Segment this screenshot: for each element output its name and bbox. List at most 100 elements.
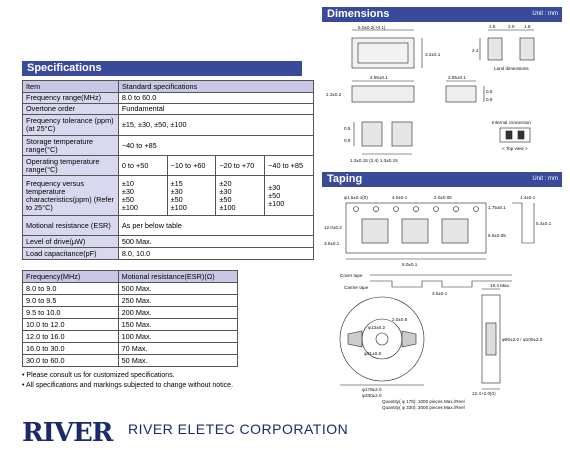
tape-label: 2.0±0.05 [434, 195, 452, 200]
sprocket-hole [453, 206, 459, 212]
spec-row: Item Standard specifications [22, 80, 315, 93]
quantity-label: Quantity( φ 178): 1000 pieces Max./Reel [382, 399, 465, 404]
reel-side-view [481, 294, 501, 384]
package-top-view [351, 37, 415, 69]
specifications-header: Specifications [22, 61, 302, 76]
spec-value: 8.0, 10.0 [117, 247, 315, 260]
pocket [401, 218, 429, 244]
note-line: • All specifications and markings subjec… [22, 382, 234, 389]
esr-value: 70 Max. [117, 342, 239, 355]
package-side-view [351, 85, 415, 103]
freq-temp-value: ±10 [121, 178, 134, 188]
sprocket-hole [473, 206, 479, 212]
esr-value: 100 Max. [117, 330, 239, 343]
freq-temp-value: ±100 [170, 202, 187, 212]
pocket [441, 218, 469, 244]
esr-value: 500 Max. [117, 282, 239, 295]
esr-freq: 12.0 to 16.0 [22, 330, 119, 343]
spec-row-freq-temp: Frequency versus temperature characteris… [22, 175, 314, 216]
spec-label: Operating temperature range(°C) [22, 155, 119, 176]
dimensions-unit: Unit : mm [532, 11, 558, 17]
tape-label: 8.0±0.1 [402, 262, 418, 267]
esr-freq: 16.0 to 30.0 [22, 342, 119, 355]
esr-table: Frequency(MHz) Motional resistance(ESR)(… [22, 270, 239, 367]
pad-left [361, 121, 383, 147]
freq-temp-value: ±30 [268, 182, 281, 192]
spec-value: Fundamental [117, 103, 315, 115]
freq-temp-value: ±50 [219, 194, 232, 204]
spec-row: Overtone order Fundamental [22, 103, 315, 115]
dim-label: 2.0 [508, 24, 515, 29]
dim-label: 5.0±0.2(+0.1) [358, 25, 386, 30]
cover-tape-label: Cover tape [340, 273, 363, 278]
tape-label: φ80±2.0 / φ100±2.0 [502, 337, 543, 342]
spec-label: Motional resistance (ESR) [22, 215, 119, 236]
op-temp-value: 0 to +50 [117, 155, 168, 176]
internal-connection-caption: Internal connection [492, 120, 531, 125]
spec-row: Storage temperature range(°C) −40 to +85 [22, 135, 315, 156]
spec-row: Level of drive(μW) 500 Max. [22, 235, 315, 248]
freq-temp-value: ±50 [170, 194, 183, 204]
tape-label: 3.6±0.1 [324, 241, 340, 246]
specifications-title: Specifications [27, 62, 102, 74]
dim-label: 3.2±0.1 [425, 52, 441, 57]
spec-row: Motional resistance (ESR) As per below t… [22, 215, 315, 236]
tape-label: φ1.5±0.1(0) [344, 195, 368, 200]
reel-center-hole [375, 332, 389, 346]
taping-drawing: φ1.5±0.1(0) 4.0±0.1 2.0±0.05 1.75±0.1 1.… [324, 195, 552, 410]
dim-label: 0.5 [344, 126, 351, 131]
sprocket-hole [353, 206, 359, 212]
internal-connection-box [499, 127, 531, 143]
freq-temp-value: ±50 [121, 194, 134, 204]
spec-label: Load capacitance(pF) [22, 247, 119, 260]
spec-row: Frequency range(MHz) 8.0 to 60.0 [22, 92, 315, 104]
specifications-table: Item Standard specifications Frequency r… [22, 80, 315, 260]
company-name: RIVER ELETEC CORPORATION [128, 421, 349, 437]
tape-label: 1.75±0.1 [488, 205, 506, 210]
carrier-tape-top-view [345, 202, 487, 254]
op-temp-value: −20 to +70 [215, 155, 266, 176]
esr-value: 150 Max. [117, 318, 239, 331]
taping-unit: Unit : mm [532, 176, 558, 182]
note-line: • Please consult us for customized speci… [22, 372, 175, 379]
dimensions-header: Dimensions Unit : mm [322, 7, 562, 22]
crystal-element [517, 130, 525, 140]
esr-freq: 8.0 to 9.0 [22, 282, 119, 295]
spec-label: Overtone order [22, 103, 119, 115]
dim-label: 0.6 [486, 89, 493, 94]
tape-label: 18.4 Max. [490, 283, 510, 288]
land-pad-left [487, 37, 503, 61]
esr-freq: 10.0 to 12.0 [22, 318, 119, 331]
dim-label: 1.8 [489, 24, 496, 29]
spec-label: Frequency range(MHz) [22, 92, 119, 104]
tape-side-profile [512, 202, 535, 244]
freq-temp-value: ±50 [268, 190, 281, 200]
land-pad-right [519, 37, 535, 61]
freq-temp-value: ±15 [170, 178, 183, 188]
tape-label: φ330±2.0 [362, 393, 382, 398]
dim-label: 2.85±0.1 [448, 75, 466, 80]
freq-temp-value: ±30 [170, 186, 183, 196]
dim-label: 1.8 [524, 24, 531, 29]
spec-label: Frequency versus temperature characteris… [22, 175, 119, 216]
freq-temp-col: ±10±30±50±100 [117, 175, 168, 216]
esr-freq: 30.0 to 60.0 [22, 354, 119, 367]
tape-label: φ178±2.0 [362, 387, 382, 392]
river-logo: RIVER [22, 418, 113, 448]
spec-value: As per below table [117, 215, 315, 236]
spec-row: Load capacitance(pF) 8.0, 10.0 [22, 247, 315, 260]
esr-value: 250 Max. [117, 294, 239, 307]
esr-header: Motional resistance(ESR)(Ω) [117, 270, 239, 283]
sprocket-hole [433, 206, 439, 212]
spec-label: Level of drive(μW) [22, 235, 119, 248]
reel-outer [339, 296, 425, 382]
esr-header: Frequency(MHz) [22, 270, 119, 283]
top-view-caption: < Top view > [502, 146, 528, 151]
tape-label: 1.4±0.1 [520, 195, 536, 200]
tape-label: 4.0±0.1 [392, 195, 408, 200]
taping-title: Taping [327, 173, 363, 185]
